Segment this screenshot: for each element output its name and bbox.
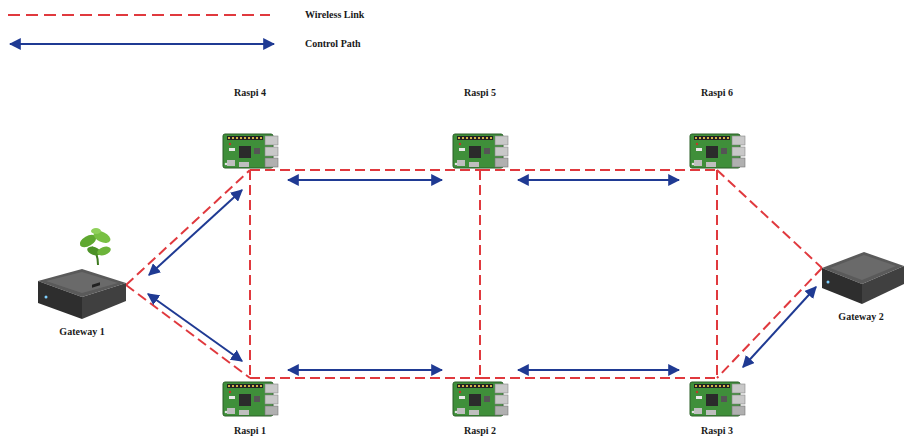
wireless-link — [716, 170, 718, 378]
raspi-node: Raspi 2 — [451, 378, 509, 438]
node-label: Gateway 1 — [59, 325, 104, 339]
control-sample — [10, 43, 274, 45]
control-path — [148, 294, 242, 361]
wireless-link — [126, 285, 250, 378]
gateway-node: Gateway 1 — [32, 225, 132, 339]
raspberry-pi-icon — [451, 378, 509, 418]
node-label: Raspi 5 — [464, 86, 496, 100]
raspi-node: Raspi 4 — [221, 86, 279, 170]
wireless-link — [249, 170, 251, 378]
raspi-node: Raspi 5 — [451, 86, 509, 170]
raspberry-pi-icon — [451, 130, 509, 170]
wireless-link — [717, 268, 822, 378]
control-path — [518, 369, 679, 371]
control-path — [288, 179, 442, 181]
wireless-link — [126, 170, 250, 285]
gateway-icon — [32, 225, 132, 323]
wireless-link — [717, 170, 822, 268]
node-label: Raspi 4 — [234, 86, 266, 100]
control-path — [288, 369, 442, 371]
control-path — [743, 287, 816, 367]
raspi-node: Raspi 3 — [688, 378, 746, 438]
wireless-link — [480, 377, 717, 379]
node-label: Raspi 6 — [701, 86, 733, 100]
node-label: Raspi 2 — [464, 424, 496, 438]
wireless-link — [250, 377, 480, 379]
raspberry-pi-icon — [688, 130, 746, 170]
control-path — [149, 190, 242, 275]
raspi-node: Raspi 6 — [688, 86, 746, 170]
raspberry-pi-icon — [688, 378, 746, 418]
legend-label: Control Path — [305, 37, 361, 51]
legend-samples — [0, 0, 300, 60]
legend-label: Wireless Link — [305, 8, 364, 22]
gateway-icon — [816, 242, 906, 308]
wireless-link — [250, 169, 480, 171]
gateway-node: Gateway 2 — [816, 242, 906, 324]
raspberry-pi-icon — [221, 130, 279, 170]
node-label: Gateway 2 — [838, 310, 883, 324]
control-path — [518, 179, 679, 181]
wireless-sample — [8, 14, 270, 16]
raspi-node: Raspi 1 — [221, 378, 279, 438]
node-label: Raspi 1 — [234, 424, 266, 438]
wireless-link — [480, 169, 717, 171]
wireless-link — [479, 170, 481, 378]
node-label: Raspi 3 — [701, 424, 733, 438]
raspberry-pi-icon — [221, 378, 279, 418]
